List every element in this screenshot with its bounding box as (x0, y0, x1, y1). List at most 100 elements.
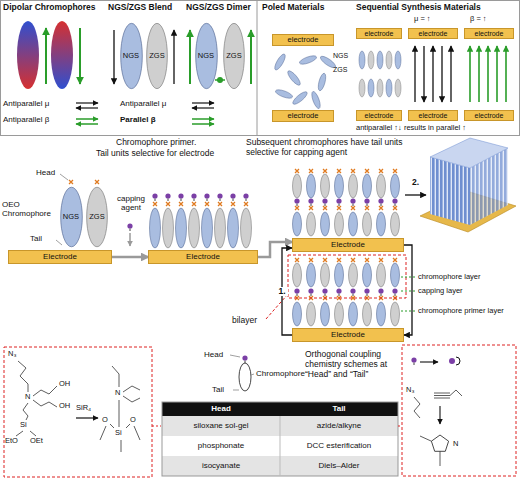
node-text: ZGS (226, 52, 241, 60)
annotation-label: Head (204, 350, 230, 359)
head-tail-figure (230, 355, 254, 391)
annotation-label: Dipolar Chromophores (3, 3, 108, 13)
electrode-bar: electrode (408, 110, 458, 121)
electrode-bar: electrode (464, 110, 514, 121)
atom-label: OH (59, 380, 75, 389)
node-text: Electrode (331, 331, 365, 340)
table-cell: azide/alkyne (280, 421, 398, 430)
annotation-label: Antiparallel β (3, 115, 73, 124)
annotation-label: Chromophore (256, 369, 308, 378)
table-cell: DCC esterification (280, 441, 398, 450)
chromophore-ellipse: ZGS (86, 186, 108, 248)
table-cell: phosphonate (162, 441, 280, 450)
node-text: electrode (365, 112, 394, 120)
electrode-bar: Electrode (148, 250, 258, 264)
atom-label: N (453, 440, 462, 449)
atom-label: OEt (30, 437, 48, 446)
annotation-label: capping agent (113, 194, 149, 212)
panel-frame (1, 1, 520, 136)
node-text: electrode (475, 30, 504, 38)
annotation-label: Tail (30, 234, 54, 243)
electrode-bar: electrode (356, 110, 402, 121)
annotation-label: Subsequent chromophores have tail units … (246, 138, 416, 158)
annotation-label: Chromophore primer. (116, 138, 240, 148)
annotation-label: NGS/ZGS Blend (108, 3, 184, 13)
atom-label: O (102, 416, 111, 425)
chromophore-ellipse: ZGS (146, 22, 168, 90)
node-text: Electrode (331, 241, 365, 250)
chromophore-ellipse: NGS (195, 22, 218, 90)
node-text: electrode (288, 36, 319, 44)
ellipse-fill (147, 23, 168, 88)
atom-label: N₃ (8, 350, 24, 359)
annotation-label: μ = ↑ (414, 15, 458, 24)
stage-2-chromophores (150, 193, 252, 248)
node-text: electrode (419, 112, 448, 120)
chromophore-ellipse: NGS (60, 186, 83, 248)
annotation-label: Antiparallel μ (120, 99, 190, 108)
annotation-label: NGS (333, 52, 355, 60)
node-text: NGS (63, 213, 79, 221)
flow-arrow (112, 256, 148, 259)
atom-label: O (130, 416, 139, 425)
node-text: Electrode (43, 253, 77, 262)
ellipse-fill (60, 187, 82, 247)
annotation-label: chromophore primer layer (418, 307, 519, 316)
table-cell: isocyanate (162, 461, 280, 470)
flow-arrow (258, 242, 292, 257)
annotation-label: NGS/ZGS Dimer (186, 3, 256, 13)
annotation-label: Tail units selective for electrode (96, 149, 244, 159)
atom-label: N (25, 393, 34, 402)
node-text: electrode (288, 112, 319, 120)
electrode-bar: electrode (408, 28, 458, 39)
electrode-bar: electrode (356, 28, 402, 39)
annotation-label: Antiparallel μ (3, 99, 73, 108)
flow-arrow (404, 245, 412, 335)
left-scheme-box (4, 347, 161, 477)
sequential-columns (359, 46, 506, 102)
atom-label: EtO (5, 437, 23, 446)
right-scheme-box (398, 345, 516, 476)
node-text: ZGS (149, 52, 164, 60)
electrode-bar: electrode (464, 28, 514, 39)
electrode-bar: electrode (272, 110, 334, 122)
node-text: ZGS (89, 213, 104, 221)
annotation-label: Poled Materials (262, 3, 354, 13)
ellipse-fill (120, 23, 142, 88)
annotation-label: Orthogonal coupling chemistry schemes at… (305, 350, 399, 379)
node-text: electrode (475, 112, 504, 120)
atom-label: SiR₄ (76, 404, 100, 413)
atom-label: N (115, 389, 124, 398)
node-text: electrode (419, 30, 448, 38)
table-cell: siloxane sol-gel (162, 421, 280, 430)
edge-label: 1. (276, 287, 287, 296)
node-text: electrode (365, 30, 394, 38)
atom-label: Si (115, 429, 127, 438)
annotation-label: 2. (412, 178, 424, 188)
table-cell: Diels–Alder (280, 461, 398, 470)
chromophore-ellipse: ZGS (223, 22, 245, 90)
annotation-label: chromophore layer (418, 273, 518, 282)
annotation-label: Head (36, 168, 60, 177)
node-text: Electrode (186, 253, 220, 262)
stack-3d (405, 138, 516, 232)
electrode-bar: Electrode (292, 328, 404, 342)
poled-chromophores (273, 53, 337, 110)
dipolar-chromophores (17, 21, 98, 124)
annotation-label: Parallel β (120, 115, 190, 124)
electrode-bar: electrode (272, 34, 334, 46)
coupling-table (162, 402, 398, 476)
table-cell: Tail (280, 404, 398, 413)
atom-label: OH (59, 402, 75, 411)
chromophore-ellipse: NGS (120, 22, 143, 90)
atom-label: Si (20, 421, 32, 430)
electrode-bar: Electrode (292, 238, 404, 252)
annotation-label: bilayer (232, 316, 266, 326)
top-stage-chromophores (293, 169, 400, 236)
ellipse-fill (195, 23, 217, 88)
annotation-label: β = ↑ (470, 15, 514, 24)
atom-label: N₃ (406, 386, 422, 395)
annotation-label: antiparallel ↑↓ results in parallel ↑ (356, 124, 518, 133)
ellipse-fill (224, 23, 245, 88)
annotation-label: capping layer (418, 287, 518, 296)
